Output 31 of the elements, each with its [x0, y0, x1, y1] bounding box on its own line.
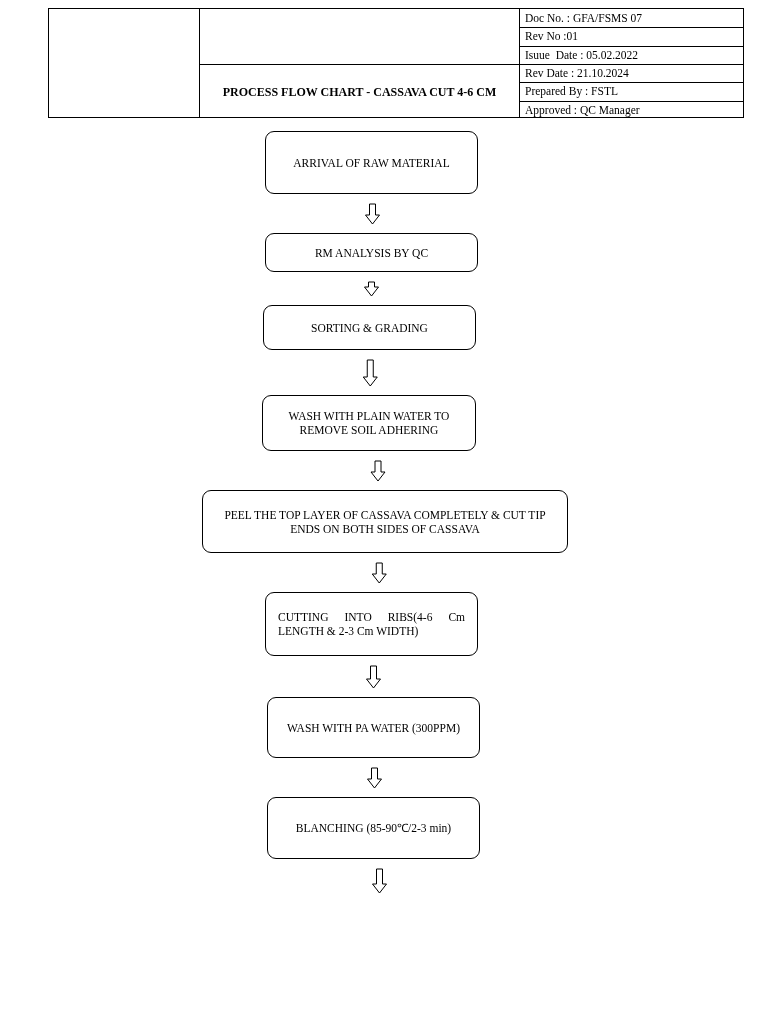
hollow-arrow — [362, 359, 378, 387]
process-box — [202, 490, 568, 553]
hollow-arrow — [371, 562, 387, 584]
document-field: Rev Date : 21.10.2024 — [525, 65, 629, 80]
chart-title: PROCESS FLOW CHART - CASSAVA CUT 4-6 CM — [221, 83, 498, 101]
process-box — [267, 697, 480, 758]
step-text: WASH WITH PLAIN WATER TO REMOVE SOIL ADHERING — [287, 409, 451, 437]
process-box — [265, 592, 478, 656]
process-box — [263, 305, 476, 350]
process-box — [262, 395, 476, 451]
hollow-arrow — [370, 460, 386, 482]
document-field: Approved : QC Manager — [525, 102, 640, 117]
process-box — [265, 233, 478, 272]
step-text: CUTTING INTO RIBS(4-6 Cm LENGTH & 2-3 Cm WIDTH) — [278, 610, 465, 638]
step-text: PEEL THE TOP LAYER OF CASSAVA COMPLETELY & CUT TIP ENDS ON BOTH SIDES OF CASSAVA — [223, 507, 547, 536]
step-text: SORTING & GRADING — [311, 320, 428, 335]
document-field: Rev No :01 — [525, 29, 579, 44]
step-text: WASH WITH PA WATER (300PPM) — [287, 720, 460, 735]
process-box — [267, 797, 480, 859]
hollow-arrow — [365, 203, 380, 225]
hollow-arrow — [372, 868, 387, 894]
hollow-arrow — [366, 665, 381, 689]
document-field: Isuue Date : 05.02.2022 — [525, 47, 639, 62]
hollow-arrow — [364, 281, 379, 297]
step-text: BLANCHING (85-90℃/2-3 min) — [295, 821, 452, 835]
process-box — [265, 131, 478, 194]
document-field: Prepared By : FSTL — [525, 84, 618, 99]
hollow-arrow — [367, 767, 382, 789]
step-text: RM ANALYSIS BY QC — [314, 245, 429, 260]
document-field: Doc No. : GFA/FSMS 07 — [525, 11, 643, 25]
step-text: ARRIVAL OF RAW MATERIAL — [293, 155, 450, 170]
